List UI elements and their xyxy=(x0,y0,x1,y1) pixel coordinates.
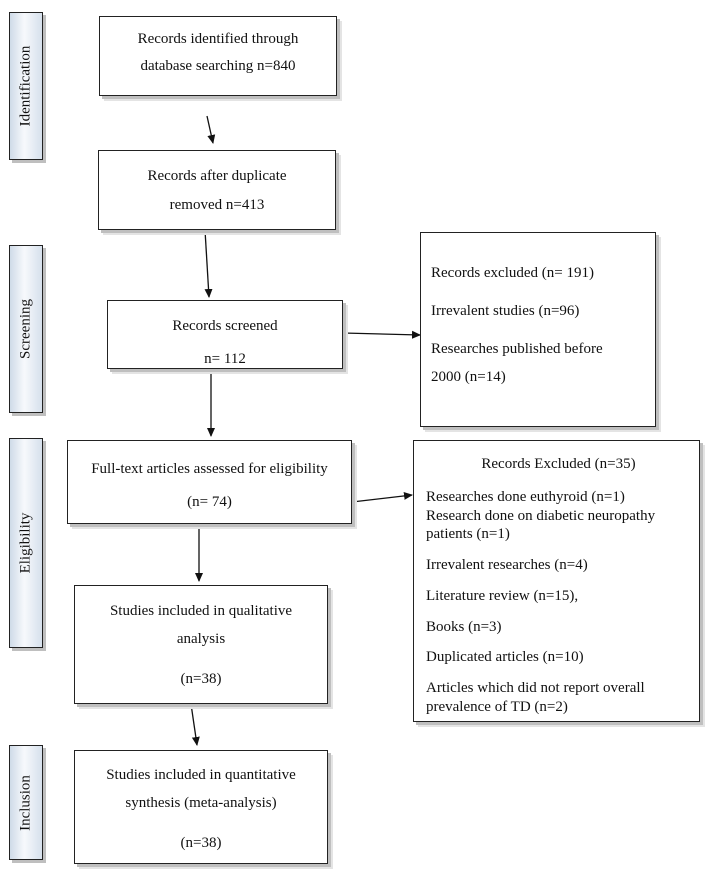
after-duplicates-line1: Records after duplicate xyxy=(147,168,287,184)
stage-eligibility: Eligibility xyxy=(9,438,43,648)
box-qualitative: Studies included in qualitative analysis… xyxy=(74,585,328,704)
identified-line2: database searching n=840 xyxy=(140,57,296,74)
arrow-qualitative-to-quantitative xyxy=(190,703,200,746)
qualitative-line2: analysis xyxy=(176,630,226,647)
screened-line2: n= 112 xyxy=(204,350,246,367)
excluded-eligibility-title: Records Excluded (n=35) xyxy=(481,456,636,472)
excluded-eligibility-item1: Researches done euthyroid (n=1) xyxy=(426,488,625,505)
excluded-screening-line2: Irrevalent studies (n=96) xyxy=(431,302,580,319)
quantitative-line2: synthesis (meta-analysis) xyxy=(125,794,277,811)
excluded-eligibility-item2a: Research done on diabetic neuropathy xyxy=(426,507,656,524)
box-quantitative: Studies included in quantitative synthes… xyxy=(74,750,328,864)
excluded-eligibility-item7a: Articles which did not report overall xyxy=(426,680,645,696)
arrow-identified-to-duplicates xyxy=(206,115,216,144)
excluded-screening-line1: Records excluded (n= 191) xyxy=(431,265,594,281)
stage-identification: Identification xyxy=(9,12,43,160)
arrow-duplicates-to-screened xyxy=(204,229,213,298)
arrow-fulltext-to-excluded xyxy=(351,491,413,503)
excluded-screening-line3: Researches published before xyxy=(431,340,603,357)
quantitative-line3: (n=38) xyxy=(180,834,222,851)
box-records-identified: Records identified through database sear… xyxy=(99,16,337,96)
excluded-eligibility-item6: Duplicated articles (n=10) xyxy=(426,649,584,666)
screened-line1: Records screened xyxy=(172,318,278,334)
quantitative-line1: Studies included in quantitative xyxy=(106,767,296,783)
fulltext-line2: (n= 74) xyxy=(187,493,232,510)
excluded-screening-line4: 2000 (n=14) xyxy=(431,369,506,386)
identified-line1: Records identified through xyxy=(137,31,299,47)
qualitative-line3: (n=38) xyxy=(180,670,222,687)
excluded-eligibility-item4: Literature review (n=15), xyxy=(426,587,579,604)
fulltext-line1: Full-text articles assessed for eligibil… xyxy=(91,461,328,477)
after-duplicates-line2: removed n=413 xyxy=(169,196,265,213)
excluded-eligibility-item2b: patients (n=1) xyxy=(426,526,510,543)
excluded-eligibility-item5: Books (n=3) xyxy=(426,618,502,635)
box-records-screened: Records screened n= 112 xyxy=(107,300,343,369)
stage-inclusion: Inclusion xyxy=(9,745,43,860)
stage-screening: Screening xyxy=(9,245,43,413)
box-excluded-eligibility: Records Excluded (n=35) Researches done … xyxy=(413,440,700,722)
box-excluded-screening: Records excluded (n= 191) Irrevalent stu… xyxy=(420,232,656,427)
excluded-eligibility-item3: Irrevalent researches (n=4) xyxy=(426,557,588,573)
box-after-duplicates: Records after duplicate removed n=413 xyxy=(98,150,336,230)
box-fulltext-assessed: Full-text articles assessed for eligibil… xyxy=(67,440,352,524)
excluded-eligibility-item7b: prevalence of TD (n=2) xyxy=(426,698,568,715)
arrow-screened-to-excluded xyxy=(342,330,421,339)
qualitative-line1: Studies included in qualitative xyxy=(109,603,293,619)
